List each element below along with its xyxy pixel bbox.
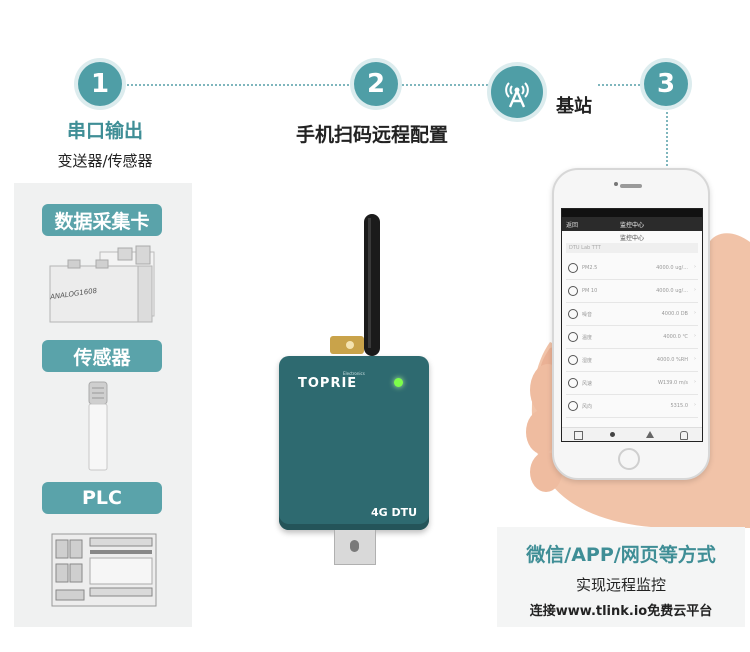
sensor-icon [568, 263, 578, 273]
monitor-row[interactable]: 温度 4000.0 ℃ › [566, 326, 698, 349]
monitor-row[interactable]: 风速 W139.0 m/s › [566, 372, 698, 395]
monitor-row[interactable]: 噪音 4000.0 DB › [566, 303, 698, 326]
phone-device: 返回 监控中心 监控中心 DTU Lab TTT PM2.5 4000.0 ug/… [552, 168, 710, 480]
monitor-row-value: W139.0 m/s [657, 380, 688, 386]
monitor-row[interactable]: PM 10 4000.0 ug/... › [566, 280, 698, 303]
tab-alert-icon[interactable] [646, 431, 654, 438]
plc-pill: PLC [42, 482, 162, 514]
home-button[interactable] [618, 448, 640, 470]
monitor-row[interactable]: 风向 5315.0 › [566, 395, 698, 418]
sensor-icon [568, 355, 578, 365]
device-selector[interactable]: DTU Lab TTT [566, 243, 698, 253]
chevron-right-icon: › [694, 333, 696, 339]
monitor-row-name: 湿度 [582, 358, 593, 364]
chevron-right-icon: › [694, 356, 696, 362]
chevron-right-icon: › [694, 402, 696, 408]
sensor-probe-image [86, 380, 110, 474]
tab-home-icon[interactable] [574, 431, 583, 440]
transmitter-sensor-subtitle: 变送器/传感器 [57, 152, 153, 170]
step-3-badge: 3 [644, 62, 688, 106]
acquisition-card-image: ANALOG1608 [48, 244, 160, 328]
base-station-icon [491, 66, 543, 118]
monitor-row-value: 4000.0 ug/... [656, 288, 688, 294]
monitor-row-name: 噪音 [582, 312, 593, 318]
sensor-icon [568, 378, 578, 388]
phone-camera-icon [614, 182, 618, 186]
dtu-brand: TOPRIE [298, 376, 358, 391]
status-bar [562, 209, 702, 217]
mounting-hole [350, 540, 359, 552]
monitor-row[interactable]: 湿度 4000.0 %RH › [566, 349, 698, 372]
dtu-model-label: 4G DTU [371, 506, 418, 519]
sensor-icon [568, 401, 578, 411]
phone-screen: 返回 监控中心 监控中心 DTU Lab TTT PM2.5 4000.0 ug/… [561, 208, 703, 442]
flow-line-4 [666, 108, 668, 166]
flow-line-1 [120, 84, 356, 86]
monitor-row-name: 温度 [582, 335, 593, 341]
base-station-label: 基站 [556, 96, 592, 117]
chevron-right-icon: › [694, 379, 696, 385]
app-nav-bar [562, 217, 702, 231]
step-1-badge: 1 [78, 62, 122, 106]
status-led-icon [394, 378, 403, 387]
dtu-brand-sub: Electronics [343, 371, 365, 376]
monitor-row-name: 风速 [582, 381, 593, 387]
phone-speaker [620, 184, 642, 188]
tab-dot-icon[interactable] [610, 432, 615, 437]
section-title: 监控中心 [619, 235, 644, 242]
monitor-row-value: 4000.0 ug/... [656, 265, 688, 271]
sensor-icon [568, 332, 578, 342]
sensor-icon [568, 286, 578, 296]
monitor-row-value: 5315.0 [670, 403, 689, 409]
serial-output-title: 串口输出 [66, 120, 143, 142]
data-card-pill: 数据采集卡 [42, 204, 162, 236]
chevron-right-icon: › [694, 287, 696, 293]
remote-monitor-text: 实现远程监控 [575, 576, 666, 594]
monitor-row-value: 4000.0 %RH [656, 357, 688, 363]
monitor-row-name: PM2.5 [582, 265, 598, 271]
monitor-row-value: 4000.0 DB [661, 311, 688, 317]
flow-line-3 [598, 84, 644, 86]
sensor-pill: 传感器 [42, 340, 162, 372]
remote-panel [497, 527, 745, 627]
monitor-row-value: 4000.0 ℃ [663, 334, 688, 340]
chevron-right-icon: › [694, 310, 696, 316]
flow-line-2 [398, 84, 488, 86]
monitor-row-name: 风向 [582, 404, 593, 410]
dtu-device [279, 356, 429, 530]
tab-user-icon[interactable] [680, 431, 688, 440]
antenna-icon [328, 212, 384, 362]
cloud-platform-link[interactable]: 连接www.tlink.io免费云平台 [529, 604, 713, 619]
tab-bar [562, 427, 702, 441]
monitor-row-name: PM 10 [582, 288, 598, 294]
chevron-right-icon: › [694, 264, 696, 270]
scan-config-text: 手机扫码远程配置 [295, 124, 448, 146]
sensor-icon [568, 309, 578, 319]
monitor-row[interactable]: PM2.5 4000.0 ug/... › [566, 257, 698, 280]
plc-image [50, 528, 158, 610]
device-name: DTU Lab TTT [569, 245, 601, 251]
step-2-badge: 2 [354, 62, 398, 106]
mounting-tab [334, 530, 376, 565]
nav-title: 监控中心 [619, 222, 644, 229]
back-button[interactable]: 返回 [566, 222, 579, 229]
remote-methods-title: 微信/APP/网页等方式 [526, 544, 716, 566]
